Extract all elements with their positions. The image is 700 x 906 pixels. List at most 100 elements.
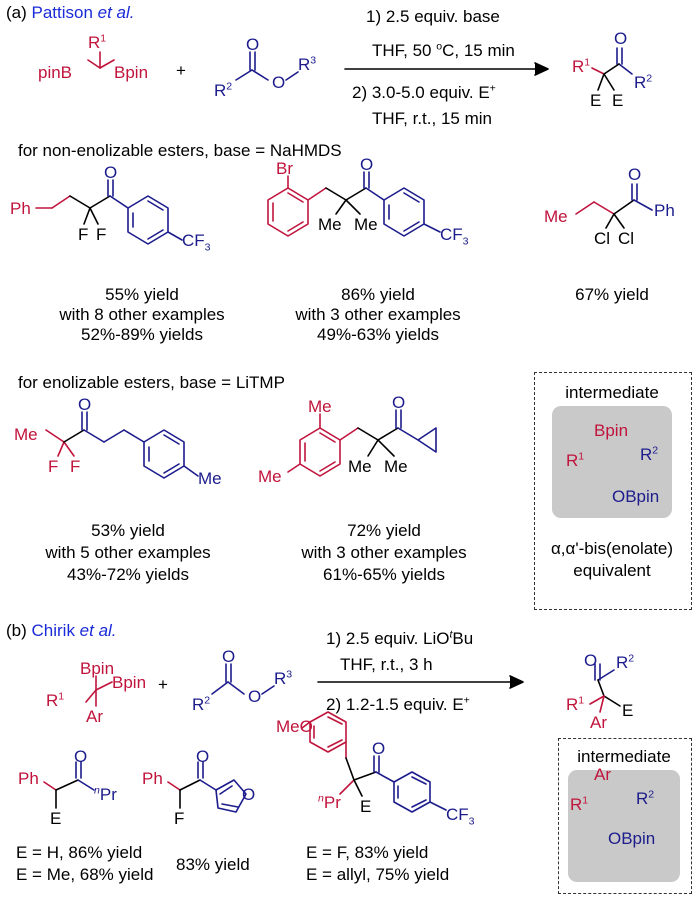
- a-cond-3: 2) 3.0-5.0 equiv. E+: [352, 82, 496, 102]
- b-cond-1: 1) 2.5 equiv. LiOtBu: [326, 628, 474, 648]
- b-intermediate-box: [558, 738, 692, 894]
- b-ex1-ph: Ph: [18, 769, 39, 788]
- chirik-link[interactable]: Chirik et al.: [31, 621, 117, 640]
- ex5-o: O: [392, 393, 406, 412]
- ex3-yield: 67% yield: [575, 285, 649, 304]
- a-cond-2: THF, 50 oC, 15 min: [372, 40, 515, 60]
- ex3-cl1: Cl: [594, 229, 611, 248]
- a-prod-r2: R2: [634, 72, 653, 92]
- a-reagent-r1: R1: [88, 32, 107, 52]
- b-ex3-line2: E = allyl, 75% yield: [306, 865, 450, 884]
- b-cond-3: 2) 1.2-1.5 equiv. E+: [326, 694, 470, 714]
- b-reagent-ar: Ar: [86, 707, 103, 726]
- pattison-link[interactable]: Pattison et al.: [31, 3, 135, 22]
- ex1-range: 52%-89% yields: [81, 325, 203, 344]
- ex1-examples: with 8 other examples: [59, 305, 225, 324]
- a-int-obpin: OBpin: [612, 487, 660, 506]
- b-prod-r1: R1: [566, 694, 585, 714]
- b-ex3-o: O: [372, 739, 386, 758]
- b-int-obpin: OBpin: [608, 829, 656, 848]
- b-prod-e: E: [622, 701, 634, 720]
- ex2-cf3: CF3: [440, 225, 469, 248]
- ex4-o: O: [78, 395, 92, 414]
- b-ester-bonds: [211, 663, 275, 695]
- ex5-me-top: Me: [308, 397, 332, 416]
- a-ester-carbonyl-o: O: [246, 35, 260, 54]
- a-intermediate-title: intermediate: [565, 383, 659, 402]
- a-product-bonds: [591, 47, 633, 91]
- ex2-yield: 86% yield: [341, 285, 415, 304]
- ex4-me: Me: [14, 425, 38, 444]
- ex4-yield: 53% yield: [91, 521, 165, 540]
- b-prod-r2: R2: [616, 652, 635, 672]
- a-reagent-bonds: [87, 51, 115, 69]
- a-reaction-arrow: [344, 62, 549, 76]
- ex4-bonds: [45, 411, 199, 479]
- ex3-cl2: Cl: [618, 229, 635, 248]
- ex1-bonds: [35, 179, 183, 245]
- b-ex1-line2: E = Me, 68% yield: [16, 865, 154, 884]
- ex1-f2: F: [96, 225, 107, 244]
- ex1-cf3: CF3: [182, 231, 211, 254]
- b-ester-r2: R2: [192, 694, 211, 714]
- ex2-me2: Me: [354, 215, 378, 234]
- b-ex2-bonds: [167, 761, 247, 813]
- a-intermediate-box: [534, 372, 692, 610]
- b-ex1-e: E: [50, 809, 62, 828]
- b-int-r1: R1: [570, 794, 589, 814]
- ex2-examples: with 3 other examples: [295, 305, 461, 324]
- b-ester-o: O: [248, 687, 262, 706]
- b-ex2-f: F: [174, 809, 185, 828]
- b-ester-carbonyl-o: O: [222, 647, 236, 666]
- a-reagent-bpin: Bpin: [114, 63, 149, 82]
- a-ester-r3: R3: [298, 54, 317, 74]
- section-b-title: (b) Chirik et al.: [6, 621, 117, 640]
- b-plus: +: [158, 675, 168, 694]
- ex4-me-aryl: Me: [198, 469, 222, 488]
- a-intermediate-highlight: [552, 406, 672, 518]
- a-ester-bonds: [235, 51, 299, 81]
- ex5-me1: Me: [348, 457, 372, 476]
- b-reaction-arrow: [317, 675, 524, 689]
- ex2-bonds: [267, 171, 441, 237]
- section-a-title: (a) Pattison et al.: [6, 3, 135, 22]
- b-reagent-r1: R1: [46, 690, 65, 710]
- a-prod-e2: E: [612, 91, 624, 110]
- ex5-bonds: [287, 409, 437, 477]
- a-int-note1: α,α'-bis(enolate): [550, 539, 674, 558]
- a-ester-r2: R2: [214, 80, 233, 100]
- a-int-bpin: Bpin: [594, 421, 629, 440]
- a-prod-o: O: [614, 29, 628, 48]
- ex2-me1: Me: [318, 215, 342, 234]
- b-int-ar: Ar: [594, 765, 611, 784]
- a-cond-4: THF, r.t., 15 min: [372, 109, 492, 128]
- ex5-me2: Me: [384, 457, 408, 476]
- ex5-yield: 72% yield: [347, 521, 421, 540]
- b-ex3-line1: E = F, 83% yield: [306, 843, 429, 862]
- b-reagent-bpin-top: Bpin: [80, 659, 115, 678]
- ex4-f2: F: [70, 457, 81, 476]
- a-int-r2: R2: [640, 444, 659, 464]
- a-int-note2: equivalent: [573, 561, 651, 580]
- b-intermediate-highlight: [568, 770, 680, 882]
- enolizable-header: for enolizable esters, base = LiTMP: [18, 373, 285, 392]
- b-ex2-yield: 83% yield: [176, 855, 250, 874]
- a-plus: +: [176, 61, 186, 80]
- b-ex2-o: O: [196, 747, 210, 766]
- b-ex3-meo: MeO: [276, 717, 313, 736]
- b-ex3-npr: nPr: [318, 792, 341, 812]
- ex3-bonds: [575, 183, 653, 229]
- b-prod-o: O: [584, 651, 598, 670]
- b-ex1-npr: nPr: [94, 784, 117, 804]
- b-int-r2: R2: [636, 788, 655, 808]
- a-prod-r1: R1: [572, 56, 591, 76]
- b-product-bonds: [589, 663, 621, 713]
- ex2-br: Br: [276, 159, 293, 178]
- b-cond-2: THF, r.t., 3 h: [340, 655, 433, 674]
- b-ex1-line1: E = H, 86% yield: [16, 843, 143, 862]
- ex3-me: Me: [544, 207, 568, 226]
- ex2-o: O: [360, 155, 374, 174]
- ex5-examples: with 3 other examples: [301, 543, 467, 562]
- b-ex3-cf3: CF3: [446, 805, 475, 828]
- ex1-ph: Ph: [10, 199, 31, 218]
